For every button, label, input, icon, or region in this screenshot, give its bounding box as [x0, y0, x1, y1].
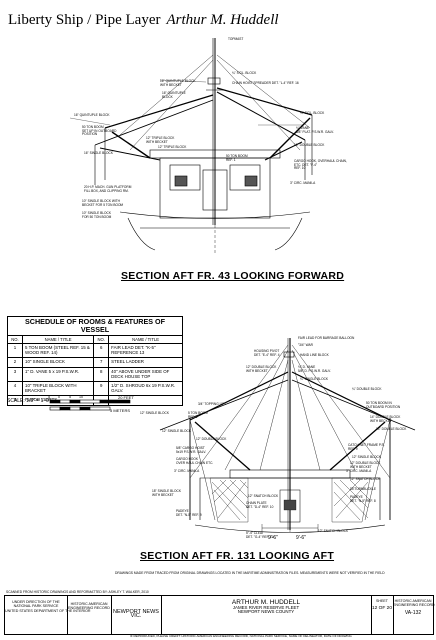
scale-tick-feet: 20 FEET	[118, 395, 134, 400]
label-gun-platform: 20 H.P. MACH. GUN PLATFORM FILL BOX, AND…	[84, 185, 132, 193]
label-chain-plate: CHAIN PLATE DET. "D-4" REF. 10	[246, 501, 274, 509]
label-12-triple-becket: 12" TRIPLE BLOCK WITH BECKET	[146, 136, 175, 144]
title-block: UNDER DIRECTION OF THE NATIONAL PARK SER…	[4, 595, 435, 635]
label-14-double-becket: 14" DOUBLE BLOCK WITH BECKET	[370, 415, 401, 423]
label-quintuple-becket: 16" QUINTUPLE BLOCK WITH BECKET	[160, 79, 196, 87]
schedule-title-2: VESSEL	[80, 325, 110, 334]
tb-record-no: VA-132	[404, 609, 422, 616]
label-chain-hoist: CHAIN HOIST SPREADER DET. "L-4" REF. 16	[232, 81, 299, 85]
sheet-title: Liberty Ship / Pipe Layer Arthur M. Hudde…	[8, 12, 279, 29]
schedule-caption: SCHEDULE OF ROOMS & FEATURES OF VESSEL	[7, 316, 183, 335]
tb-ship-cell: ARTHUR M. HUDDELL JAMES RIVER RESERVE FL…	[161, 596, 372, 634]
label-cargo-hook: CARGO HOOK, OVERHAUL CHAIN, ETC. DET. "F…	[294, 159, 347, 171]
table-row: 1 5 TON BOOM (STEEL REF. 15 & WOOD REF. …	[7, 343, 183, 358]
dimension-left: 9'-6"	[268, 535, 278, 541]
vessel-title: Liberty Ship / Pipe Layer	[8, 12, 161, 28]
label-catch-net: CATCH NET FRAME P.S. REF. 9	[348, 443, 385, 451]
label-cargo-hook-l: CARGO HOOK OVER HAUL CHAIN ETC.	[176, 457, 214, 465]
label-padeye-l: PADEYE DET. "N-5" REF. 9	[176, 509, 202, 517]
label-topping-lift: 3/4" TOPPING LIFT	[198, 402, 227, 406]
label-12-double-l: 12" DOUBLE BLOCK	[196, 437, 227, 441]
label-snatch-r: 12" SNATCH BLOCK	[350, 477, 381, 481]
label-18-single: 18" SINGLE BLOCK WITH BECKET	[152, 489, 181, 497]
label-14-double: 14" DOUBLE BLOCK	[376, 427, 407, 431]
scale-tick: 5	[69, 395, 71, 399]
schedule-table: SCHEDULE OF ROOMS & FEATURES OF VESSEL N…	[7, 316, 183, 406]
label-war: "3/4" WAR	[298, 343, 313, 347]
tb-record-cell: HISTORIC AMERICAN ENGINEERING RECORD VA-…	[393, 596, 435, 634]
label-50ton-block: 10" SINGLE BLOCK FOR 50 TON BOOM	[82, 211, 112, 219]
label-cleat: 5"-4" CLEAT DET. "G-4" REF. 10	[246, 531, 274, 539]
label-padeye-r: PADEYE DET. "N-5" REF. 8	[350, 495, 376, 503]
label-manila: 3" CIRC. MANILA	[290, 181, 316, 185]
section1-title: SECTION AFT FR. 43 LOOKING FORWARD	[121, 270, 345, 282]
tb-record-program: HISTORIC AMERICAN ENGINEERING RECORD	[67, 596, 112, 634]
tb-ship-name: ARTHUR M. HUDDELL	[231, 599, 301, 606]
tb-location: NEWPORT NEWS VIC.	[111, 596, 162, 634]
table-row: 3 1" D. VANE 5 x 19 P.S.W.R. 8 40" ABOVE…	[7, 367, 183, 382]
table-row: 4 10" TRIPLE BLOCK WITH BRACKET 9 1/2" D…	[7, 381, 183, 396]
section2-title: SECTION AFT FR. 131 LOOKING AFT	[140, 550, 335, 562]
scale-tick: 5	[48, 395, 50, 399]
label-50ton-outboard: 50 TON BOOM SET UP IN OUTBOARD POSITION	[82, 125, 117, 137]
scan-note: SCANNED FROM HISTORIC DRAWINGS AND REFOR…	[6, 590, 149, 594]
scale-tick-meters: 5 METERS	[110, 408, 131, 413]
label-12-single-l: 12" SINGLE BLOCK	[140, 411, 169, 415]
vessel-name: Arthur M. Huddell	[166, 12, 279, 28]
tb-ship-sub: JAMES RIVER RESERVE FLEET NEWPORT NEWS C…	[232, 605, 300, 615]
label-hand-line: HAND LINE BLOCK	[300, 353, 329, 357]
tb-sheet-no: 12 OF 20	[372, 606, 392, 612]
drawing-note: DRAWINGS MADE FROM TRACED FROM ORIGINAL …	[115, 571, 385, 575]
tb-sheet-cell: SHEET 12 OF 20	[371, 596, 394, 634]
label-turnbuckle-r: DETURNBUCKLE	[350, 487, 377, 491]
scale-bar	[49, 399, 131, 411]
label-snatch-c: 12" SNATCH BLOCK	[318, 529, 349, 533]
scale-tick: 10	[79, 395, 83, 399]
tb-agency: UNDER DIRECTION OF THE NATIONAL PARK SER…	[5, 596, 90, 634]
tb-sheet-label: SHEET	[376, 599, 388, 603]
label-5ton-block: 10" SINGLE BLOCK WITH BECKET FOR 5 TON B…	[82, 199, 124, 207]
label-5ton-boom: 5 TON BOOM REF. 1	[188, 411, 208, 419]
scale-tick: 0	[58, 395, 60, 399]
label-12-single-l2: 12" SINGLE BLOCK	[162, 429, 191, 433]
label-topmast: TOPMAST	[228, 37, 244, 41]
label-12-triple: 12" TRIPLE BLOCK	[158, 145, 187, 149]
label-50ton-boom: 50 TON BOOM REF. 1	[226, 154, 248, 162]
label-vane: ¼" VANE 5/8" PLAT. P.S.W.R. GALV.	[296, 126, 334, 134]
scale-label: SCALE: 1/8" = 1'-0"	[7, 398, 51, 404]
dimension-right: 9'-6"	[296, 535, 306, 541]
label-double-block: ¼" DOUBLE BLOCK	[352, 387, 382, 391]
label-16-single: 16" SINGLE BLOCK	[84, 151, 113, 155]
label-12-single-r: 12" SINGLE BLOCK	[352, 455, 381, 459]
label-snatch-l: 12" SNATCH BLOCK	[248, 494, 279, 498]
label-12-double-becket-r: 12" DOUBLE BLOCK WITH BECKET	[350, 461, 381, 469]
label-12-double-becket: 12" DOUBLE BLOCK WITH BECKET	[246, 365, 277, 373]
label-housing-pivot: HOUSING PIVOT DET. "E-4" REF. 4	[254, 349, 280, 357]
label-manila-r: 3" CIRC. MANILA	[346, 469, 372, 473]
schedule-title-1: SCHEDULE OF ROOMS & FEATURES OF	[24, 317, 166, 326]
label-quintuple: 16" QUINTUPLE BLOCK	[162, 91, 186, 99]
label-fair-lead-balloon: FAIR LEAD FOR BARRAGE BALLOON	[298, 336, 355, 340]
label-cargo-hoist: 5/8" CARGO HOIST 5x19 P.S.W.R. GALV.	[176, 446, 207, 454]
label-single-block-2: ¼" SINGLE BLOCK	[300, 377, 329, 381]
tb-record-label: HISTORIC AMERICAN ENGINEERING RECORD	[393, 599, 435, 608]
bottom-note: IF REPRODUCED, PLEASE CREDIT: HISTORIC A…	[130, 634, 352, 638]
label-10-double: 10" DOUBLE BLOCK	[294, 143, 325, 147]
label-50ton-outboard-2: 50 TON BOOM IN OUTBOARD POSITION	[366, 401, 401, 409]
label-single-block: ¼" S'GL. BLOCK	[232, 71, 257, 75]
label-quintuple-left: 16" QUINTUPLE BLOCK	[74, 113, 110, 117]
label-vane-2: ¼" D. VANE 5/8" D. P.S.W.R. GALV.	[298, 365, 331, 373]
label-right-single: ¼" S'GL. BLOCK	[300, 111, 325, 115]
label-manila-l: 3" CIRC. MANILA	[174, 469, 200, 473]
